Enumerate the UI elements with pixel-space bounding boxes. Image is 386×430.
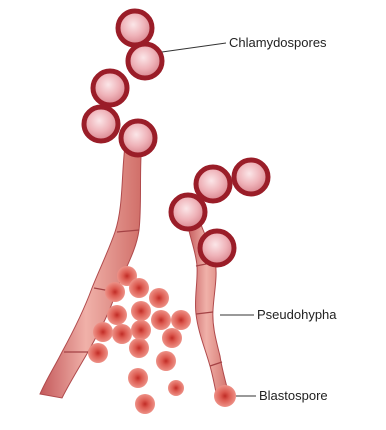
blastospore bbox=[93, 322, 113, 342]
blastospore bbox=[131, 301, 151, 321]
chlamydospore bbox=[93, 71, 127, 105]
chlamydospores-leader-line bbox=[162, 43, 226, 52]
chlamydospore bbox=[200, 231, 234, 265]
chlamydospore bbox=[171, 195, 205, 229]
blastospore bbox=[135, 394, 155, 414]
blastospore bbox=[105, 282, 125, 302]
blastospore bbox=[112, 324, 132, 344]
chlamydospore bbox=[234, 160, 268, 194]
blastospore bbox=[129, 278, 149, 298]
chlamydospore-cluster-left bbox=[84, 11, 162, 155]
chlamydospore bbox=[196, 167, 230, 201]
pseudohypha-label: Pseudohypha bbox=[257, 307, 337, 322]
chlamydospores-label: Chlamydospores bbox=[229, 35, 327, 50]
blastospore bbox=[129, 338, 149, 358]
chlamydospore bbox=[128, 44, 162, 78]
blastospore-label: Blastospore bbox=[259, 388, 328, 403]
blastospore bbox=[88, 343, 108, 363]
blastospore bbox=[128, 368, 148, 388]
chlamydospore bbox=[84, 107, 118, 141]
blastospore bbox=[171, 310, 191, 330]
blastospore bbox=[151, 310, 171, 330]
blastospore bbox=[162, 328, 182, 348]
blastospore bbox=[168, 380, 184, 396]
chlamydospore bbox=[118, 11, 152, 45]
blastospore bbox=[214, 385, 236, 407]
blastospore bbox=[149, 288, 169, 308]
chlamydospore-cluster-right bbox=[171, 160, 268, 265]
blastospore bbox=[156, 351, 176, 371]
chlamydospore bbox=[121, 121, 155, 155]
blastospore bbox=[107, 305, 127, 325]
blastospore bbox=[131, 320, 151, 340]
